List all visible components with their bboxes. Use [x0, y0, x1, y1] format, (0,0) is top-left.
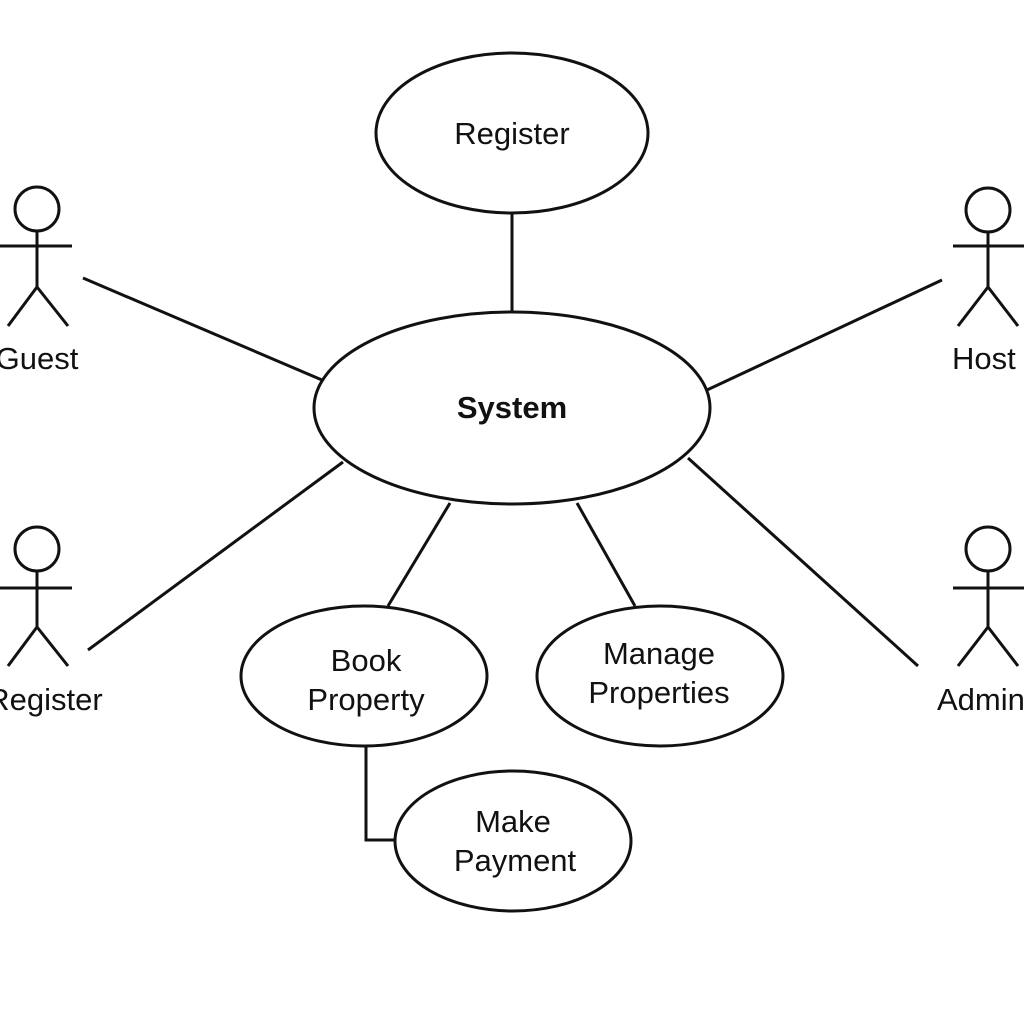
- actor-admin-label: Admin: [937, 682, 1024, 717]
- associations: [82, 213, 943, 842]
- link-admin-system: [686, 456, 920, 668]
- actor-admin[interactable]: Admin: [937, 525, 1024, 717]
- use-case-manage-properties-line-1: Manage: [603, 636, 715, 671]
- actor-host-label: Host: [952, 341, 1016, 376]
- stick-figure-icon: [0, 525, 72, 667]
- link-book-payment: [364, 746, 396, 842]
- actor-guest[interactable]: Guest: [0, 185, 79, 376]
- use-case-manage-properties-line-2: Properties: [588, 675, 729, 710]
- use-case-book-property-line-1: Book: [331, 643, 402, 678]
- link-guest-system: [82, 276, 323, 382]
- actor-registered-user[interactable]: Register: [0, 525, 103, 717]
- use-case-make-payment-line-1: Make: [475, 804, 551, 839]
- actor-registered-user-label: Register: [0, 682, 103, 717]
- actor-guest-label: Guest: [0, 341, 79, 376]
- link-system-book: [386, 502, 452, 607]
- link-registered-system: [87, 460, 344, 652]
- use-case-register-shape: [374, 51, 650, 215]
- stick-figure-icon: [953, 525, 1024, 667]
- use-case-book-property-shape: [239, 604, 489, 748]
- use-case-make-payment[interactable]: Make Payment: [393, 769, 633, 913]
- use-case-make-payment-line-2: Payment: [454, 843, 577, 878]
- use-case-register[interactable]: Register: [374, 51, 650, 215]
- use-case-make-payment-shape: [393, 769, 633, 913]
- link-system-manage: [575, 502, 637, 607]
- use-case-manage-properties-shape: [535, 604, 785, 748]
- stick-figure-icon: [0, 185, 72, 327]
- system-node[interactable]: System: [312, 310, 712, 506]
- stick-figure-icon: [953, 186, 1024, 327]
- use-case-register-label: Register: [454, 116, 569, 151]
- system-label: System: [457, 390, 567, 425]
- actor-host[interactable]: Host: [952, 186, 1024, 376]
- link-host-system: [706, 278, 943, 392]
- use-case-manage-properties[interactable]: Manage Properties: [535, 604, 785, 748]
- system-shape: [312, 310, 712, 506]
- use-case-book-property-line-2: Property: [307, 682, 425, 717]
- use-case-book-property[interactable]: Book Property: [239, 604, 489, 748]
